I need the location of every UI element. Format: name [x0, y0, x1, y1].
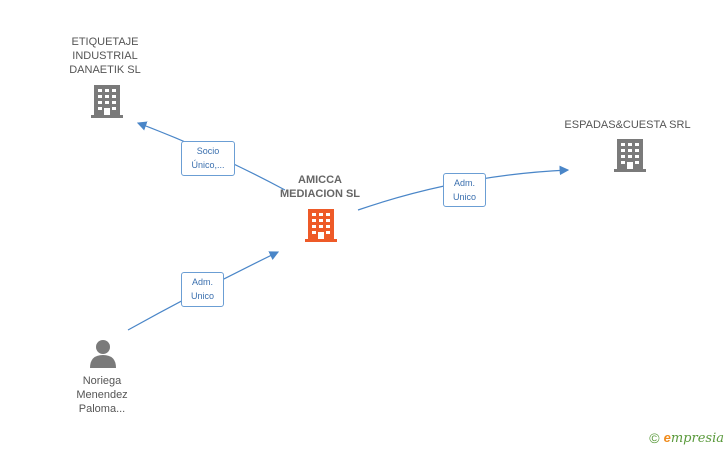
node-label-etiquetaje[interactable]: ETIQUETAJE INDUSTRIAL DANAETIK SL: [69, 36, 141, 76]
building-icon[interactable]: [91, 83, 123, 119]
edge-label-adm-unico-person[interactable]: Adm. Unico: [181, 272, 224, 307]
building-icon[interactable]: [614, 137, 646, 173]
footer-brand: © empresia: [649, 430, 724, 446]
node-label-person[interactable]: Noriega Menendez Paloma...: [76, 375, 128, 415]
building-icon[interactable]: [305, 207, 337, 243]
edge-label-adm-unico-espadas[interactable]: Adm. Unico: [443, 173, 486, 207]
node-label-espadas[interactable]: ESPADAS&CUESTA SRL: [564, 119, 691, 131]
brand-logo: empresia: [664, 430, 724, 446]
node-label-center[interactable]: AMICCA MEDIACION SL: [279, 174, 361, 200]
copyright-icon: ©: [649, 430, 660, 446]
brand-name: mpresia: [670, 431, 724, 446]
person-icon[interactable]: [88, 338, 118, 368]
edge-label-socio-unico[interactable]: Socio Único,...: [181, 141, 235, 176]
brand-initial: e: [663, 430, 671, 445]
